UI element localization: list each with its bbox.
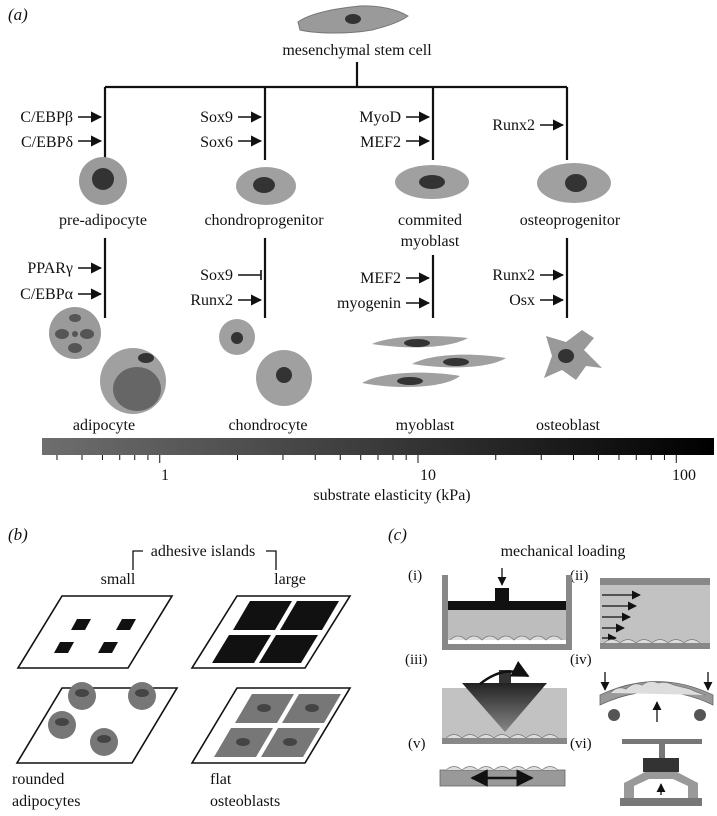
adipo-bottom-factor-1: PPARγ xyxy=(27,260,73,277)
adipo-top-factor-2: C/EBPδ xyxy=(21,134,73,151)
osteoblast-label: osteoblast xyxy=(536,417,601,434)
adipo-bottom-factor-2: C/EBPα xyxy=(20,286,73,303)
loading-item-i: (i) xyxy=(408,568,422,584)
mechanical-loading-title: mechanical loading xyxy=(501,543,626,560)
chondro-bottom-factor-2: Runx2 xyxy=(190,292,233,309)
osteo-bottom-factor-1: Runx2 xyxy=(492,267,535,284)
loading-item-iii: (iii) xyxy=(405,652,428,668)
chondro-progenitor-label: chondroprogenitor xyxy=(204,212,324,229)
compression-apparatus xyxy=(442,568,572,650)
panel-b-label: (b) xyxy=(8,525,28,544)
myoblast-label: myoblast xyxy=(396,417,455,434)
adipo-top-factor-1: C/EBPβ xyxy=(20,109,73,126)
loading-item-ii: (ii) xyxy=(570,568,588,584)
osteo-progenitor-label: osteoprogenitor xyxy=(520,212,621,229)
rounded-adipocytes xyxy=(15,682,179,764)
adipocyte-label: adipocyte xyxy=(73,417,135,434)
rounded-label-2: adipocytes xyxy=(12,793,80,810)
small-islands-substrate xyxy=(16,595,174,669)
myo-bottom-factor-2: myogenin xyxy=(337,295,401,312)
elasticity-gradient-bar xyxy=(42,438,714,455)
hydrostatic-pressure-apparatus xyxy=(620,739,702,806)
chondrocyte-cells xyxy=(219,319,312,406)
chondro-top-factor-2: Sox6 xyxy=(200,134,233,151)
adipocyte-cells xyxy=(49,307,166,414)
fluid-flow-chamber xyxy=(600,578,710,649)
scale-tick-label-10: 10 xyxy=(420,467,436,484)
rounded-label-1: rounded xyxy=(12,771,64,788)
cone-plate-apparatus xyxy=(442,660,567,744)
myo-progenitor-label-2: myoblast xyxy=(401,233,460,250)
chondrocyte-label: chondrocyte xyxy=(228,417,307,434)
panel-a-label: (a) xyxy=(8,5,28,24)
myo-top-factor-1: MyoD xyxy=(359,109,401,126)
adhesive-islands-title: adhesive islands xyxy=(151,543,255,560)
islands-bracket xyxy=(132,550,277,570)
bending-apparatus xyxy=(599,672,714,722)
myo-bottom-factor-1: MEF2 xyxy=(360,270,401,287)
top-factor-arrows xyxy=(78,111,565,147)
osteo-top-factor-1: Runx2 xyxy=(492,117,535,134)
stretch-apparatus xyxy=(439,766,566,787)
root-label: mesenchymal stem cell xyxy=(282,42,432,59)
panel-c-label: (c) xyxy=(388,525,407,544)
progenitor-cells xyxy=(79,157,611,205)
loading-item-v: (v) xyxy=(408,736,426,752)
adipo-progenitor-label: pre-adipocyte xyxy=(59,212,147,229)
osteo-bottom-factor-2: Osx xyxy=(509,292,535,309)
myoblast-cells xyxy=(362,336,506,388)
flat-label-2: osteoblasts xyxy=(210,793,280,810)
bottom-factor-arrows xyxy=(78,262,565,309)
scale-tick-label-100: 100 xyxy=(672,467,696,484)
chondro-bottom-factor-1: Sox9 xyxy=(200,267,233,284)
elasticity-scale-ticks xyxy=(56,455,677,463)
large-label: large xyxy=(274,571,306,588)
osteoblast-cell xyxy=(544,330,602,380)
scale-tick-label-1: 1 xyxy=(161,467,169,484)
flat-osteoblasts xyxy=(190,687,352,764)
myo-top-factor-2: MEF2 xyxy=(360,134,401,151)
lineage-tree xyxy=(103,62,569,318)
scale-label: substrate elasticity (kPa) xyxy=(313,487,470,504)
loading-item-vi: (vi) xyxy=(570,736,592,752)
stem-cell-nucleus xyxy=(345,14,361,24)
small-label: small xyxy=(101,571,136,588)
chondro-top-factor-1: Sox9 xyxy=(200,109,233,126)
loading-item-iv: (iv) xyxy=(570,652,592,668)
large-islands-substrate xyxy=(190,595,352,669)
flat-label-1: flat xyxy=(210,771,232,788)
myo-progenitor-label-1: commited xyxy=(398,212,462,229)
